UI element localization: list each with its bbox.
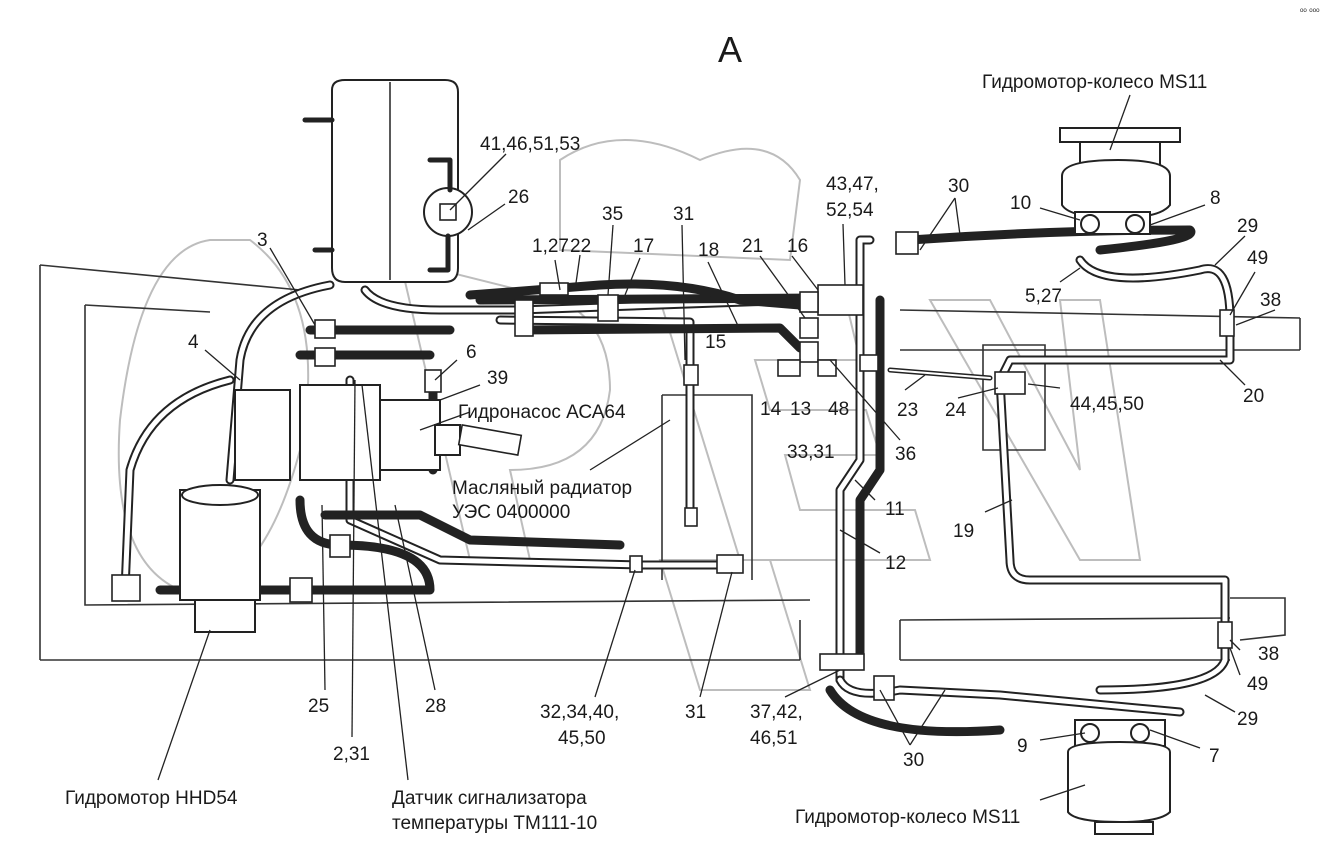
callout: 12 (885, 553, 906, 574)
fittings (289, 231, 1235, 701)
label-sensor-1: Датчик сигнализатора (392, 788, 587, 809)
callout: 8 (1210, 188, 1221, 209)
label-wheel-motor-top: Гидромотор-колесо MS11 (982, 72, 1207, 93)
callout: 21 (742, 236, 763, 257)
callout: 14 (760, 399, 782, 420)
label-pump: Гидронасос АСА64 (458, 402, 626, 423)
callout: 19 (953, 521, 974, 542)
callout: 11 (885, 499, 905, 520)
callout: 38 (1258, 644, 1279, 665)
callout: 31 (685, 702, 706, 723)
label-radiator-1: Масляный радиатор (452, 478, 632, 499)
callout: 10 (1010, 193, 1031, 214)
callout: 26 (508, 187, 529, 208)
callout: 22 (570, 236, 591, 257)
callout: 38 (1260, 290, 1281, 311)
callout: 1,27 (532, 236, 569, 257)
label-motor: Гидромотор HHD54 (65, 788, 238, 809)
callout: 3 (257, 230, 268, 251)
callout: 23 (897, 400, 918, 421)
callout: 18 (698, 240, 719, 261)
chassis-frame (39, 264, 1301, 661)
callout: 41,46,51,53 (480, 134, 580, 155)
label-radiator-2: УЭС 0400000 (452, 502, 570, 523)
callout: 2,31 (333, 744, 370, 765)
oil-tank (302, 79, 473, 283)
callout: 17 (633, 236, 654, 257)
callout: 4 (188, 332, 199, 353)
callout: 48 (828, 399, 849, 420)
view-letter: А (718, 29, 742, 70)
callout: 28 (425, 696, 446, 717)
callout: 31 (673, 204, 694, 225)
callout: 46,51 (750, 728, 798, 749)
callout: 43,47, (826, 174, 879, 195)
callout: 37,42, (750, 702, 803, 723)
callout: 15 (705, 332, 726, 353)
label-wheel-motor-bottom: Гидромотор-колесо MS11 (795, 807, 1020, 828)
callout: 45,50 (558, 728, 606, 749)
callout: 30 (903, 750, 924, 771)
corner-mark: ᵒᵒ ᵒᵒᵒ (1300, 6, 1320, 16)
callout: 6 (466, 342, 477, 363)
callout: 13 (790, 399, 811, 420)
callout: 52,54 (826, 200, 874, 221)
callout: 33,31 (787, 442, 835, 463)
pump-assembly (111, 384, 523, 633)
callout: 29 (1237, 709, 1258, 730)
callout: 5,27 (1025, 286, 1062, 307)
wheel-motor-bottom (1067, 719, 1171, 835)
labels: А ᵒᵒ ᵒᵒᵒ Гидромотор-колесо MS11 Гидромот… (65, 6, 1320, 834)
callout: 32,34,40, (540, 702, 619, 723)
callout: 39 (487, 368, 508, 389)
callout: 35 (602, 204, 623, 225)
callout: 25 (308, 696, 329, 717)
wheel-motor-top (1059, 127, 1181, 235)
callout: 7 (1209, 746, 1220, 767)
callout: 30 (948, 176, 969, 197)
label-sensor-2: температуры ТМ111-10 (392, 813, 597, 834)
callout: 36 (895, 444, 916, 465)
callout: 49 (1247, 674, 1268, 695)
leader-lines (157, 94, 1276, 801)
callout: 20 (1243, 386, 1264, 407)
callout: 24 (945, 400, 967, 421)
callout: 29 (1237, 216, 1258, 237)
callout: 16 (787, 236, 808, 257)
callout: 49 (1247, 248, 1268, 269)
callout: 44,45,50 (1070, 394, 1144, 415)
callout: 9 (1017, 736, 1028, 757)
